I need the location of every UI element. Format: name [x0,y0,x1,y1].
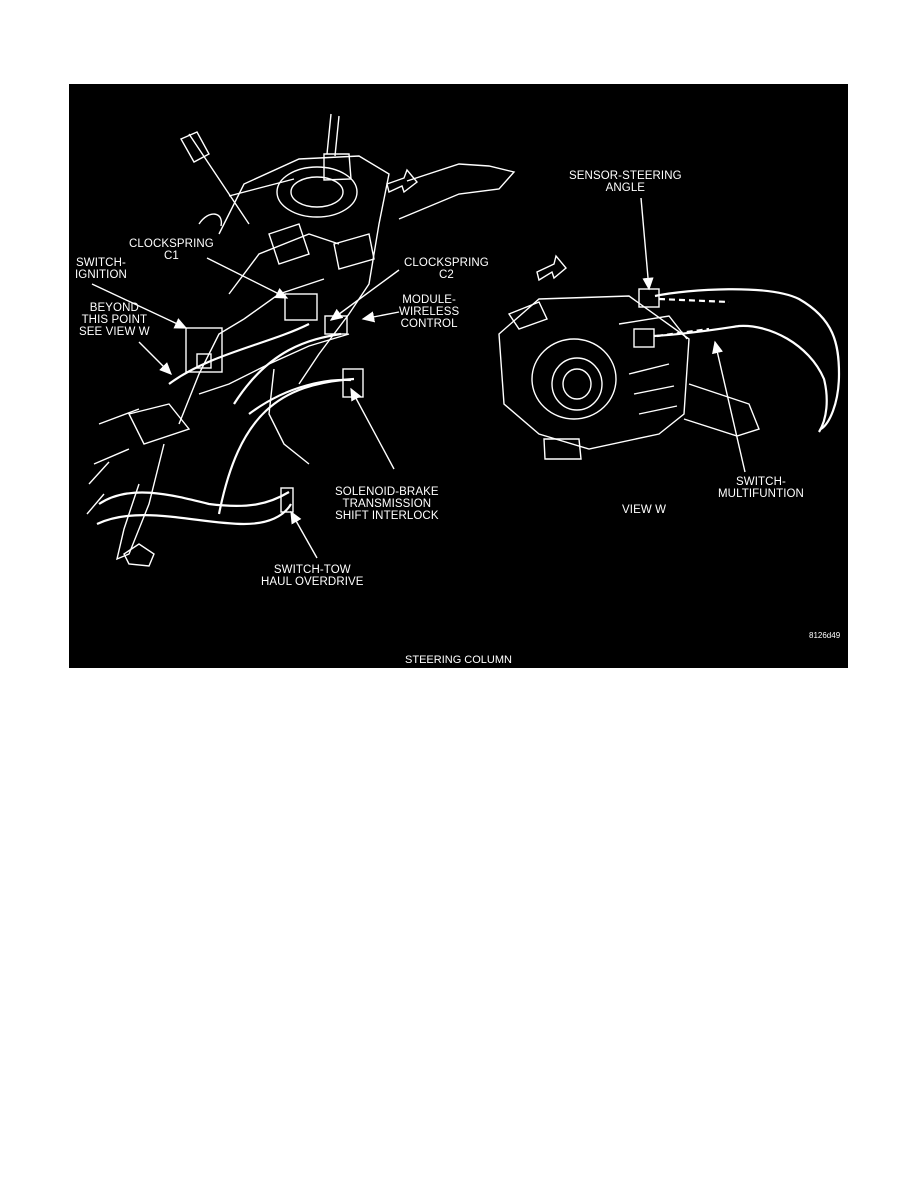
leader-arrows [91,197,746,559]
right-wiring [653,288,841,433]
wiring-harness [96,323,355,526]
label-beyond-this-point: BEYOND THIS POINT SEE VIEW W [79,302,150,338]
label-switch-ignition: SWITCH- IGNITION [75,257,127,281]
diagram-panel: SWITCH- IGNITION CLOCKSPRING C1 CLOCKSPR… [69,84,848,668]
figure-caption: STEERING COLUMN [405,654,512,666]
figure-code: 8126d49 [809,631,841,640]
clockspring-assembly [498,288,760,460]
label-switch-tow-haul: SWITCH-TOW HAUL OVERDRIVE [261,564,364,588]
steering-column-illustration [86,113,841,567]
label-clockspring-c1: CLOCKSPRING C1 [129,238,214,262]
label-view-w: VIEW W [622,504,667,516]
label-sensor-steering-angle: SENSOR-STEERING ANGLE [569,170,682,194]
label-clockspring-c2: CLOCKSPRING C2 [404,257,489,281]
label-solenoid-brake: SOLENOID-BRAKE TRANSMISSION SHIFT INTERL… [335,486,439,522]
label-switch-multifunction: SWITCH- MULTIFUNTION [718,476,804,500]
steering-column-body [86,113,516,567]
label-module-wireless-control: MODULE- WIRELESS CONTROL [399,294,460,330]
